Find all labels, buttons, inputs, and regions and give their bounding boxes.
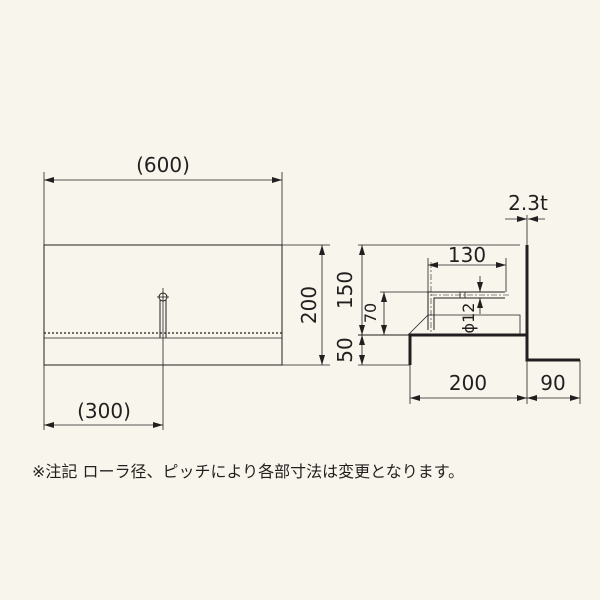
label-width-200: 200 <box>449 371 487 395</box>
side-plate-bottom <box>525 335 580 362</box>
dim-side-50 <box>358 335 410 366</box>
label-half-width: (300) <box>77 399 131 423</box>
front-view <box>43 244 283 430</box>
dim-thickness <box>505 215 545 245</box>
dim-height-total <box>282 244 330 366</box>
note: ※注記 ローラ径、ピッチにより各部寸法は変更となります。 <box>32 462 464 481</box>
label-total-width: (600) <box>136 153 190 177</box>
side-plate <box>408 245 529 365</box>
label-thickness: 2.3t <box>508 191 548 215</box>
label-side-70: 70 <box>361 303 380 323</box>
dim-total-width <box>43 172 283 245</box>
label-width-130: 130 <box>448 243 486 267</box>
label-width-90: 90 <box>540 371 565 395</box>
dim-side-150 <box>358 244 520 335</box>
label-side-50: 50 <box>333 337 357 362</box>
side-frame <box>358 314 521 336</box>
dim-width-130 <box>427 258 507 292</box>
dim-side-70 <box>380 291 428 335</box>
dim-width-90 <box>527 360 581 404</box>
label-height-total: 200 <box>297 286 321 324</box>
dim-half-width <box>43 365 163 430</box>
label-side-150: 150 <box>333 271 357 309</box>
label-diameter: ϕ12 <box>459 303 478 334</box>
